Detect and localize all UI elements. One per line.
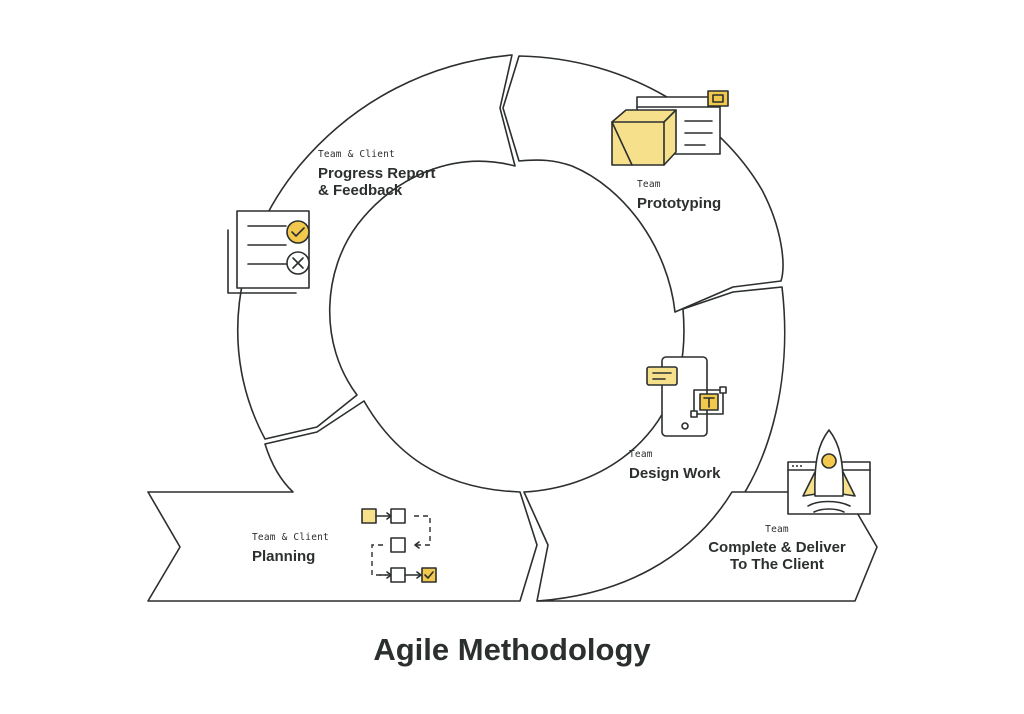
stage-progress-report: Team & Client Progress Report & Feedback — [318, 149, 436, 199]
stage-title-line: & Feedback — [318, 182, 403, 199]
stage-title-line: Progress Report — [318, 165, 436, 182]
segment-deliver-arrow — [536, 491, 878, 602]
stage-tag: Team — [629, 449, 653, 460]
rocket-window-icon — [787, 429, 871, 515]
flowchart-icon — [361, 508, 437, 583]
segment-planning-arrow — [147, 400, 538, 602]
stage-title-line: Planning — [252, 548, 316, 565]
box-window-icon — [611, 90, 729, 166]
stage-complete-deliver: Team Complete & Deliver To The Client — [697, 524, 857, 573]
stage-prototyping: Team Prototyping — [637, 179, 721, 212]
diagram-title: Agile Methodology — [373, 632, 651, 667]
stage-planning: Team & Client Planning — [252, 532, 329, 565]
stage-tag: Team — [765, 524, 789, 535]
stage-design-work: Team Design Work — [629, 449, 720, 482]
segment-progress-report — [236, 54, 516, 440]
stage-title-line: Complete & Deliver — [708, 539, 846, 556]
stage-tag: Team & Client — [318, 149, 395, 160]
stage-tag: Team — [637, 179, 661, 190]
stage-title-line: To The Client — [730, 556, 824, 573]
document-check-cross-icon — [227, 210, 310, 294]
phone-text-tool-icon — [646, 356, 727, 437]
stage-title-line: Prototyping — [637, 195, 722, 212]
stage-title-line: Design Work — [629, 465, 721, 482]
stage-tag: Team & Client — [252, 532, 329, 543]
